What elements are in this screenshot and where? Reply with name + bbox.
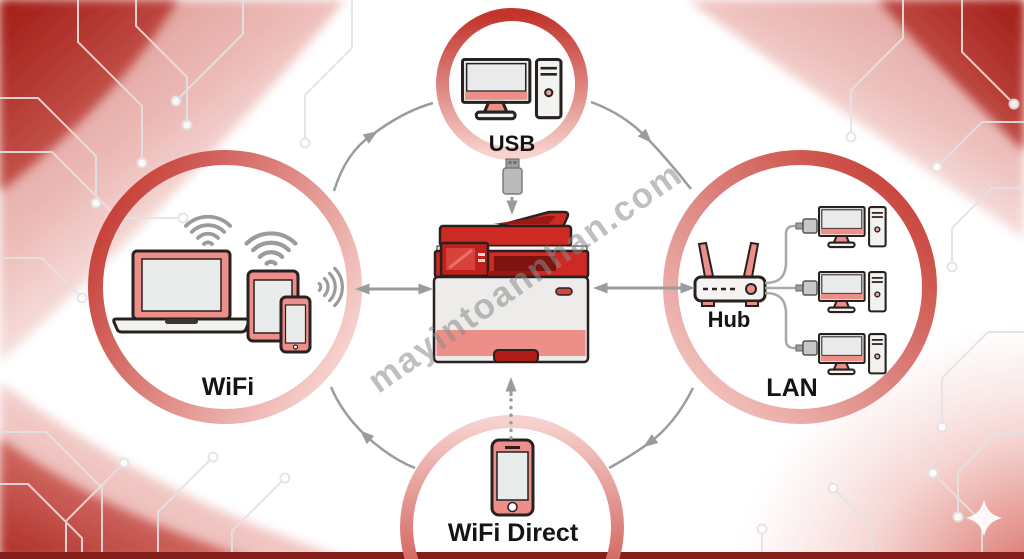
wifi-node-ring bbox=[88, 150, 362, 424]
curved-arrow-wifi-to-usb bbox=[332, 101, 434, 192]
corner-swoosh-top-right-dark bbox=[878, 0, 1024, 152]
usb-plug-icon bbox=[502, 158, 523, 195]
hub-label: Hub bbox=[708, 307, 751, 332]
node-wifi: WiFi bbox=[112, 214, 344, 401]
bottom-red-bar bbox=[0, 552, 1024, 559]
lan-cables bbox=[764, 218, 818, 356]
smartphone-icon bbox=[279, 295, 312, 354]
desktop-computer-icon bbox=[817, 333, 887, 376]
wifi-waves-icon bbox=[317, 266, 344, 308]
printer-touchscreen bbox=[439, 241, 490, 278]
connection-arrows bbox=[329, 100, 695, 470]
printer-icon bbox=[432, 210, 590, 364]
curved-arrow-lan-to-wifi-direct bbox=[608, 387, 695, 470]
printer-status-led bbox=[555, 287, 573, 296]
desktop-computer-icon bbox=[460, 57, 563, 121]
desktop-computer-icon bbox=[817, 206, 887, 249]
cable-plug-icon bbox=[795, 218, 818, 234]
sparkle-icon bbox=[966, 500, 1002, 536]
node-usb: USB bbox=[460, 57, 563, 156]
lan-label: LAN bbox=[766, 374, 817, 402]
cable-plug-icon bbox=[795, 340, 818, 356]
node-lan: Hub LAN bbox=[693, 206, 887, 402]
desktop-computer-icon bbox=[817, 271, 887, 314]
laptop-icon bbox=[112, 249, 251, 334]
wifi-waves-icon bbox=[183, 214, 233, 246]
watermark-text: mayintoannhan.com bbox=[361, 154, 690, 401]
wifi-direct-label: WiFi Direct bbox=[448, 519, 579, 547]
corner-swoosh-top-left-dark bbox=[0, 0, 178, 192]
cable-plug-icon bbox=[795, 280, 818, 296]
curved-arrow-usb-to-lan bbox=[590, 100, 692, 190]
hub-router-icon bbox=[693, 241, 767, 307]
wifi-waves-icon bbox=[247, 233, 296, 263]
usb-node-ring bbox=[436, 8, 588, 160]
usb-label: USB bbox=[489, 131, 535, 156]
wifi-label: WiFi bbox=[202, 373, 255, 401]
corner-swoosh-bottom-left-dark bbox=[0, 438, 252, 559]
curved-arrow-wifi-direct-to-wifi bbox=[329, 386, 416, 470]
node-wifi-direct: WiFi Direct bbox=[448, 438, 579, 547]
smartphone-icon bbox=[490, 438, 535, 517]
